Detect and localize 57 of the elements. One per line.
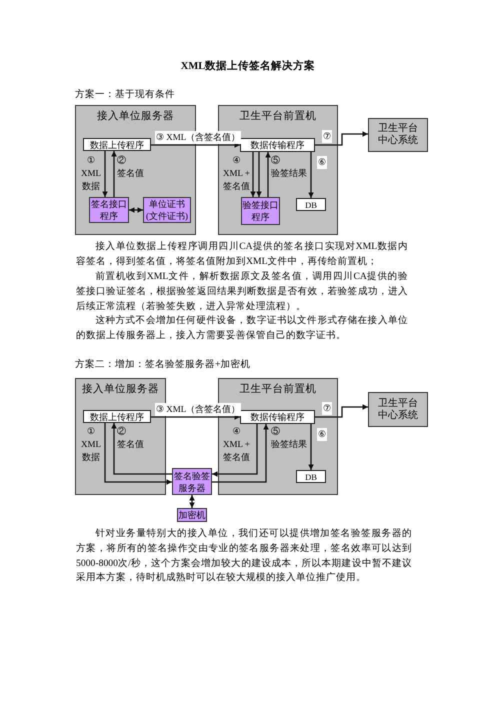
edge-label: ② 签名值 — [117, 154, 145, 180]
database-box: DB — [296, 198, 326, 211]
module-box: 验签接口程序 — [241, 197, 280, 225]
arrow — [256, 152, 262, 197]
arrow — [111, 423, 172, 475]
process-box: 数据传输程序 — [240, 410, 315, 424]
module-box: 签名验签服务器 — [172, 468, 212, 495]
arrow — [129, 207, 143, 213]
arrow — [315, 404, 368, 418]
paragraph: 这种方式不会增加任何硬件设备，数字证书以文件形式存储在接入单位的数据上传服务器上，接入方需要妥善保管自己的数字证书。 — [76, 314, 408, 343]
section-heading: 方案二：增加：签名验签服务器+加密机 — [75, 358, 250, 371]
system-box: 卫生平台中心系统 — [368, 392, 428, 427]
arrow — [265, 152, 271, 197]
section-heading: 方案一：基于现有条件 — [75, 88, 175, 101]
arrow — [151, 414, 240, 420]
arrow — [111, 151, 117, 197]
panel-heading: 卫生平台前置机 — [238, 384, 318, 396]
paragraph: 针对业务量特别大的接入单位，我们还可以提供增加签名验签服务器的方案，将所有的签名操作交由专业的签名服务器来处理，签名效率可以达到5000-8000次/秒，这个方案会增加较大的建设成本，所以本期建设中暂不建议采用本方案，待时机成熟时可以在较大规模的接入单位推广使用。 — [76, 527, 412, 586]
process-box: 数据上传程序 — [83, 410, 151, 423]
module-box: 单位证书(文件证书) — [143, 197, 191, 223]
arrow — [250, 152, 256, 197]
database-box: DB — [296, 470, 326, 483]
edge-label: ① XML 数据 — [80, 154, 102, 193]
arrow — [308, 152, 314, 198]
arrow — [315, 131, 368, 146]
process-box: 数据传输程序 — [240, 138, 315, 152]
process-box: 数据上传程序 — [83, 138, 151, 151]
module-box: 加密机 — [177, 508, 207, 522]
edge-label: ④ XML + 签名值 — [222, 425, 251, 464]
edge-label: ⑦ — [322, 130, 332, 143]
arrow — [102, 151, 108, 197]
arrow — [189, 495, 195, 508]
container-panel — [75, 105, 196, 235]
paragraph: 接入单位数据上传程序调用四川CA提供的签名接口实现对XML数据内容签名，得到签名值，将签名值附加到XML文件中，再传给前置机； — [76, 240, 408, 269]
module-box: 签名接口程序 — [89, 197, 129, 223]
edge-label: ⑤ 验签结果 — [271, 425, 308, 451]
edge-label: ⑦ — [322, 402, 332, 415]
edge-label: ③ XML（含签名值） — [155, 403, 242, 416]
title: XML数据上传签名解决方案 — [180, 60, 316, 73]
panel-heading: 接入单位服务器 — [81, 384, 160, 396]
arrow — [212, 424, 269, 483]
arrow — [104, 423, 172, 485]
edge-label: ⑥ — [317, 428, 327, 441]
edge-label: ① XML 数据 — [80, 425, 102, 464]
edge-label: ② 签名值 — [117, 425, 145, 451]
edge-label: ③ XML（含签名值） — [155, 131, 242, 144]
arrow — [308, 424, 314, 470]
edge-label: ⑤ 验签结果 — [271, 154, 308, 180]
arrow — [151, 142, 240, 148]
edge-label: ⑥ — [317, 156, 327, 169]
edge-label: ④ XML + 签名值 — [222, 154, 251, 193]
container-panel — [75, 378, 166, 495]
panel-heading: 接入单位服务器 — [96, 111, 175, 123]
panel-heading: 卫生平台前置机 — [238, 111, 318, 123]
system-box: 卫生平台中心系统 — [368, 118, 428, 152]
paragraph: 前置机收到XML文件，解析数据原文及签名值，调用四川CA提供的验签接口验证签名，根据验签返回结果判断数据是否有效，若验签成功，进入后续正常流程（若验签失败，进入异常处理流程）。 — [76, 270, 408, 314]
arrow — [212, 424, 258, 477]
